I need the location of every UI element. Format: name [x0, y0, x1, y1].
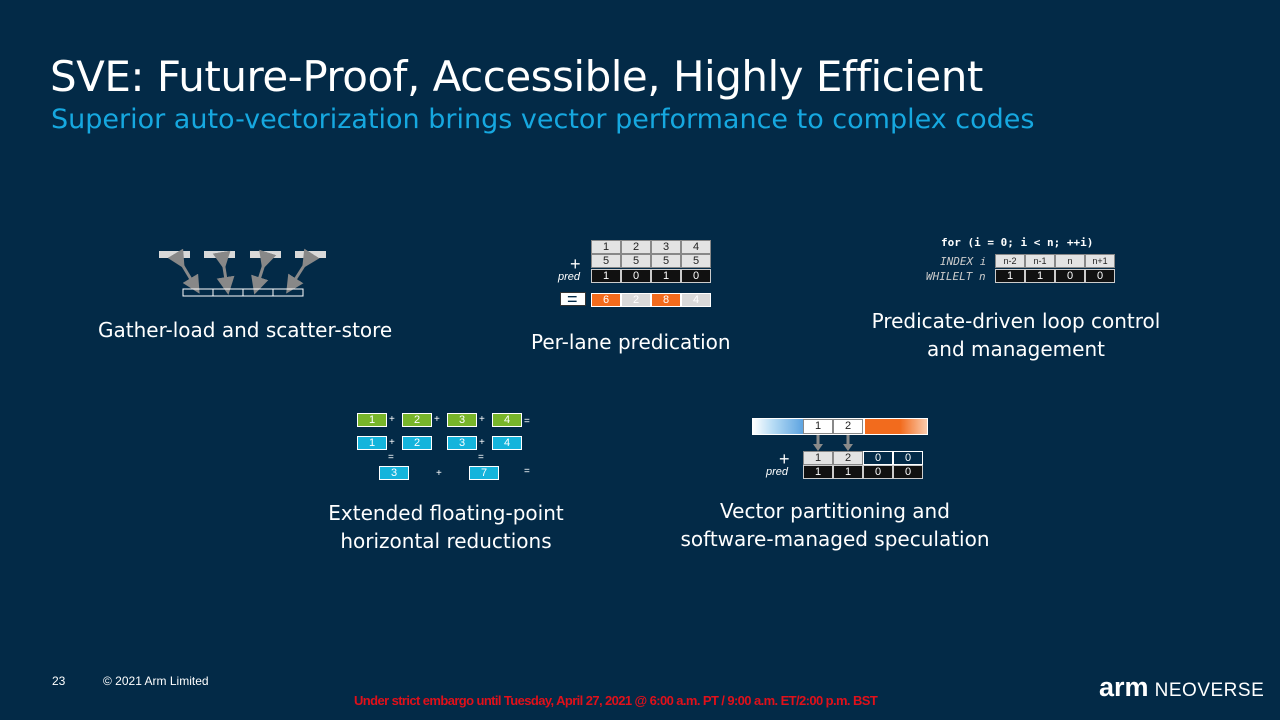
logo-neoverse: NEOVERSE — [1154, 680, 1265, 701]
reduce-plus: + — [479, 414, 485, 425]
pred-mask-cell: 0 — [621, 269, 651, 283]
pred-row1-cell: 2 — [621, 240, 651, 254]
loop-index-label: INDEX i — [940, 255, 987, 268]
partition-pred-cell: 1 — [833, 465, 863, 479]
partition-pred-label: pred — [766, 466, 789, 478]
gather-scatter-diagram — [155, 248, 335, 300]
pred-row1-cell: 3 — [651, 240, 681, 254]
reduce-equals: = — [524, 416, 530, 427]
loop-whilelt-cell: 1 — [1025, 269, 1055, 283]
partition-top-cell: 1 — [803, 419, 833, 434]
reduce-row3-cell: 3 — [379, 466, 409, 480]
partition-pred-cell: 0 — [893, 465, 923, 479]
pred-row1-cell: 1 — [591, 240, 621, 254]
pred-label: pred — [558, 271, 581, 283]
pred-mask-cell: 0 — [681, 269, 711, 283]
partition-bar-orange — [865, 419, 927, 434]
reduce-plus: + — [479, 437, 485, 448]
pred-equals-box: = — [560, 289, 586, 309]
partition-caption-line1: Vector partitioning and — [720, 499, 950, 523]
pred-row2-cell: 5 — [591, 254, 621, 268]
reduce-equals: = — [388, 452, 394, 463]
partition-pred-cell: 0 — [863, 465, 893, 479]
loop-code: for (i = 0; i < n; ++i) — [941, 236, 1094, 249]
slide-subtitle: Superior auto-vectorization brings vecto… — [51, 104, 1035, 135]
gather-scatter-graphic — [159, 248, 326, 297]
partition-plus-sign: + — [779, 449, 790, 469]
pred-row1-cell: 4 — [681, 240, 711, 254]
predication-caption: Per-lane predication — [531, 330, 731, 354]
loop-caption-line2: and management — [927, 337, 1105, 361]
logo-arm: arm — [1099, 672, 1149, 702]
partition-row-cell: 1 — [803, 451, 833, 465]
partition-caption-line2: software-managed speculation — [680, 527, 990, 551]
predication-diagram: 1 2 3 4 5 5 5 5 1 0 1 0 + pred = 6 2 8 4 — [555, 238, 720, 310]
loop-index-cell: n-2 — [995, 254, 1025, 268]
reduce-row2-cell: 4 — [492, 436, 522, 450]
loop-index-cell: n+1 — [1085, 254, 1115, 268]
pred-plus-sign: + — [570, 254, 581, 274]
reduce-row2-cell: 3 — [447, 436, 477, 450]
partition-row-cell: 0 — [893, 451, 923, 465]
reduce-plus: + — [389, 437, 395, 448]
pred-result-cell: 8 — [651, 293, 681, 307]
partition-row-cell: 2 — [833, 451, 863, 465]
reduce-equals: = — [524, 466, 530, 477]
reduce-row1-cell: 1 — [357, 413, 387, 427]
partition-pred-cell: 1 — [803, 465, 833, 479]
arm-neoverse-logo: arm NEOVERSE — [1099, 672, 1264, 703]
slide-title: SVE: Future-Proof, Accessible, Highly Ef… — [50, 52, 983, 101]
reduce-row1-cell: 2 — [402, 413, 432, 427]
reduce-plus: + — [389, 414, 395, 425]
pred-mask-cell: 1 — [591, 269, 621, 283]
reduction-caption: Extended floating-point horizontal reduc… — [316, 499, 576, 555]
reduce-row2-cell: 1 — [357, 436, 387, 450]
reduction-caption-line2: horizontal reductions — [340, 529, 552, 553]
pred-result-cell: 6 — [591, 293, 621, 307]
reduce-row1-cell: 4 — [492, 413, 522, 427]
loop-caption: Predicate-driven loop control and manage… — [866, 307, 1166, 363]
reduce-plus: + — [436, 468, 442, 479]
reduce-plus: + — [434, 414, 440, 425]
partition-top-cell: 2 — [833, 419, 863, 434]
reduce-row1-cell: 3 — [447, 413, 477, 427]
pred-row2-cell: 5 — [651, 254, 681, 268]
pred-row2-cell: 5 — [621, 254, 651, 268]
loop-index-cell: n-1 — [1025, 254, 1055, 268]
partition-arrows — [813, 435, 853, 451]
copyright: © 2021 Arm Limited — [103, 674, 209, 688]
reduction-caption-line1: Extended floating-point — [328, 501, 564, 525]
pred-result-cell: 4 — [681, 293, 711, 307]
loop-whilelt-label: WHILELT n — [926, 270, 986, 283]
page-number: 23 — [52, 674, 66, 688]
loop-whilelt-cell: 0 — [1055, 269, 1085, 283]
partition-caption: Vector partitioning and software-managed… — [680, 497, 990, 553]
gather-caption: Gather-load and scatter-store — [98, 318, 393, 342]
pred-equals-sign: = — [567, 289, 578, 309]
loop-caption-line1: Predicate-driven loop control — [871, 309, 1161, 333]
reduce-row2-cell: 2 — [402, 436, 432, 450]
pred-result-cell: 2 — [621, 293, 651, 307]
reduce-equals: = — [478, 452, 484, 463]
partition-row-cell: 0 — [863, 451, 893, 465]
reduce-row3-cell: 7 — [469, 466, 499, 480]
loop-whilelt-cell: 1 — [995, 269, 1025, 283]
pred-mask-cell: 1 — [651, 269, 681, 283]
loop-whilelt-cell: 0 — [1085, 269, 1115, 283]
pred-row2-cell: 5 — [681, 254, 711, 268]
reduction-diagram: 1 2 3 4 + + + = 1 2 3 4 + + = = 3 7 + = — [355, 411, 540, 483]
embargo-notice: Under strict embargo until Tuesday, Apri… — [354, 693, 878, 708]
loop-index-cell: n — [1055, 254, 1085, 268]
